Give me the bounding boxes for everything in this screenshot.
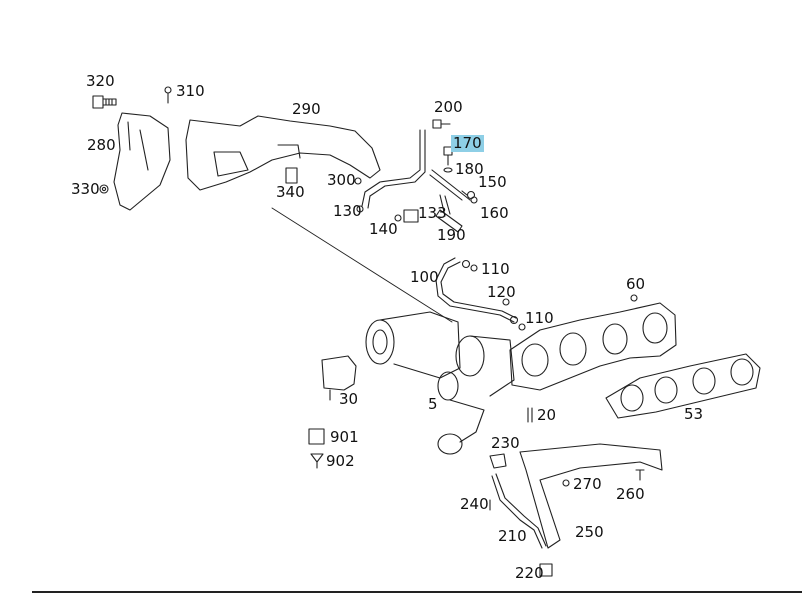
part-280-heat-shield — [113, 112, 171, 211]
callout-53: 53 — [684, 405, 704, 423]
callout-280: 280 — [87, 136, 116, 154]
callout-100: 100 — [410, 268, 439, 286]
oil-feed-pipe — [361, 129, 471, 217]
part-140-washer — [394, 214, 402, 222]
callout-210: 210 — [498, 527, 527, 545]
callout-290: 290 — [292, 100, 321, 118]
part-330-nut — [99, 184, 109, 194]
callout-340: 340 — [276, 183, 305, 201]
callout-240: 240 — [460, 495, 489, 513]
callout-270: 270 — [573, 475, 602, 493]
turbocharger — [365, 311, 515, 455]
part-210-pipe — [491, 473, 547, 549]
part-110-fitting-upper — [461, 259, 478, 272]
callout-110-upper: 110 — [481, 260, 510, 278]
callout-130: 130 — [333, 202, 362, 220]
callout-250: 250 — [575, 523, 604, 541]
callout-180: 180 — [455, 160, 484, 178]
part-120-bolt — [502, 298, 510, 306]
callout-200: 200 — [434, 98, 463, 116]
part-230-clamp — [489, 453, 507, 469]
part-200-bolt — [432, 119, 451, 129]
callout-30: 30 — [339, 390, 359, 408]
part-320-bolt — [92, 95, 117, 109]
part-310-screw — [164, 86, 172, 104]
callout-260: 260 — [616, 485, 645, 503]
part-20-stud — [527, 407, 533, 423]
part-290-heat-shield — [185, 115, 381, 191]
callout-230: 230 — [491, 434, 520, 452]
callout-5: 5 — [428, 395, 438, 413]
leader-line — [271, 207, 453, 323]
callout-300: 300 — [327, 171, 356, 189]
callout-320: 320 — [86, 72, 115, 90]
exhaust-manifold — [509, 302, 677, 391]
part-100-pipe — [435, 257, 517, 323]
callout-220: 220 — [515, 564, 544, 582]
part-110-fitting-lower — [509, 315, 526, 331]
callout-901: 901 — [330, 428, 359, 446]
part-133-clamp — [403, 209, 419, 223]
callout-150: 150 — [478, 173, 507, 191]
bottom-rule — [32, 591, 802, 593]
part-30-actuator — [321, 355, 357, 401]
callout-902: 902 — [326, 452, 355, 470]
part-130-nut — [356, 205, 364, 213]
callout-160: 160 — [480, 204, 509, 222]
part-300-nut — [354, 177, 362, 185]
part-190-bracket — [435, 209, 463, 233]
part-160-ring — [470, 196, 478, 204]
part-60-nut — [630, 294, 638, 302]
part-220-clip — [539, 563, 553, 577]
callout-310: 310 — [176, 82, 205, 100]
part-53-gasket — [605, 353, 761, 419]
callout-330: 330 — [71, 180, 100, 198]
part-270-nut — [562, 479, 570, 487]
part-901-cap — [308, 428, 325, 445]
callout-170-highlighted: 170 — [451, 134, 484, 152]
callout-110-lower: 110 — [525, 309, 554, 327]
part-180-washer — [443, 167, 453, 173]
callout-20: 20 — [537, 406, 557, 424]
part-340-clip — [285, 167, 298, 184]
callout-190: 190 — [437, 226, 466, 244]
callout-120: 120 — [487, 283, 516, 301]
part-250-bracket — [519, 443, 663, 549]
part-902-plug — [310, 453, 324, 469]
callout-133: 133 — [418, 204, 447, 222]
part-260-bolt — [635, 469, 645, 481]
callout-140: 140 — [369, 220, 398, 238]
callout-60: 60 — [626, 275, 646, 293]
